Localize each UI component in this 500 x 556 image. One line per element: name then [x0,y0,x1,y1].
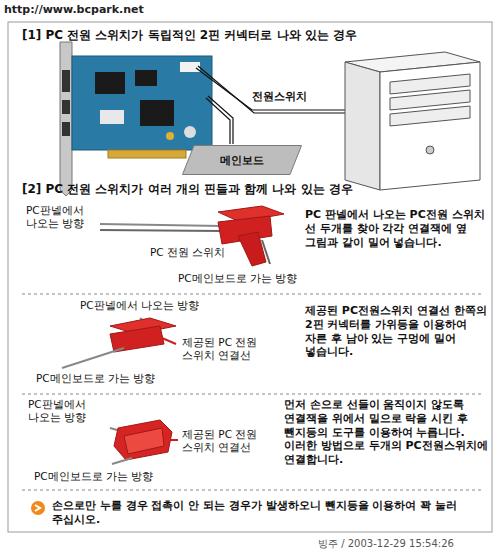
wire [196,68,350,110]
instruction-text: 제공된 PC전원스위치 연결선 한쪽의 2핀 커넥터를 가위등을 이용하여 자른… [305,304,487,359]
instruction-text: 먼저 손으로 선들이 움직이지 않도록 연결잭을 위에서 밑으로 락을 시킨 후… [284,398,488,467]
connector-tab [238,232,266,266]
capacitor [184,126,196,138]
direction-label: PC메인보드로 가는 방향 [36,372,176,385]
wire [198,66,350,113]
direction-label: PC판넬에서 나오는 방향 [28,398,104,424]
note-icon [35,505,40,511]
card-bracket [60,42,72,196]
wire [100,224,222,226]
pin-header [180,62,200,72]
watermark: http://www.bcpark.net [4,3,224,17]
instruction-text: PC 판넬에서 나오는 PC전원 스위치 선 두개를 찾아 각각 연결잭에 옆 … [305,208,487,249]
chip [140,100,174,126]
drive-bay [390,106,470,126]
direction-label: PC메인보드로 가는 방향 [178,272,302,285]
note-icon [31,501,45,515]
connector-body [110,326,164,352]
wire [162,338,176,344]
chip [135,70,157,86]
bracket-port [62,122,70,136]
note-text: 손으로만 누를 경우 접촉이 안 되는 경우가 발생하오니 뺀지등을 이용하여 … [52,499,484,527]
board-outline [183,146,302,175]
separator [22,490,482,491]
part-label: 제공된 PC 전원 스위치 연결선 [182,428,282,454]
connector-lid [124,428,164,454]
bracket-port [62,100,70,114]
board-shape: 메인보드 [182,145,302,175]
wire [170,439,178,441]
watermark: 빙주 / 2003-12-29 15:54:26 [318,538,496,551]
direction-label: PC판넬에서 나오는 방향 [80,299,230,312]
wire [262,240,270,264]
note-icon [31,501,45,515]
wire [208,96,233,144]
capacitor [166,132,174,140]
splice-connector [110,420,178,464]
wire-label: 전원스위치 [250,90,309,104]
chip [100,110,124,124]
separator [22,294,482,295]
splice-connector [62,318,176,368]
edge-connector [108,150,186,158]
connector-body [114,420,172,460]
node-label: 메인보드 [220,153,264,168]
tower-side [345,62,380,190]
section-heading: [2] PC 전원 스위치가 여러 개의 핀들과 함께 나와 있는 경우 [22,182,492,197]
bracket-port [62,70,70,92]
splice-connector [100,206,284,266]
power-button [426,146,434,154]
part-label: PC 전원 스위치 [150,246,250,259]
section-heading: [1] PC 전원 스위치가 독립적인 2핀 커넥터로 나와 있는 경우 [22,28,492,43]
circuit-board [72,56,212,150]
tower-front [380,62,480,190]
part-label: 제공된 PC 전원 스위치 연결선 [182,336,282,362]
chip [95,72,125,94]
wire [196,66,350,144]
wire [100,230,222,231]
direction-label: PC판넬에서 나오는 방향 [26,204,100,230]
wire [112,458,132,464]
pc-tower [345,52,480,190]
direction-label: PC메인보드로 가는 방향 [34,470,174,483]
frame [8,22,492,532]
wire [62,348,124,368]
separator [22,394,482,395]
